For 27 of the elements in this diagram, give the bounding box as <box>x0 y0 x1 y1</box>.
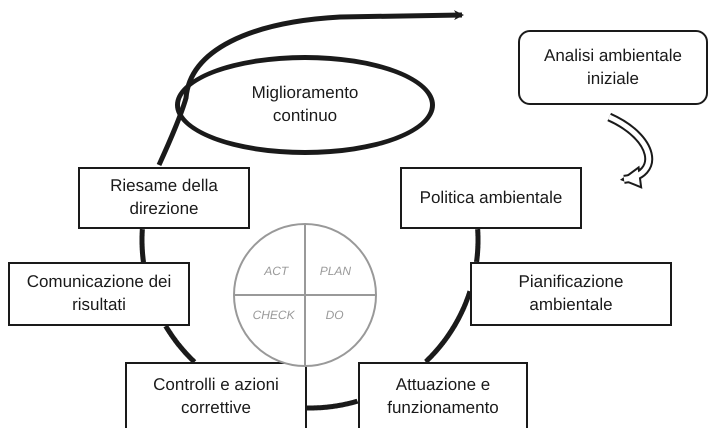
pdca-label: DO <box>324 306 345 323</box>
cycle-connector <box>474 226 480 264</box>
process-box <box>125 362 307 428</box>
node-label: Controlli e azioni correttive <box>152 374 280 419</box>
node-label: Attuazione e funzionamento <box>386 374 500 419</box>
improvement-ellipse <box>175 55 435 155</box>
node-label: Riesame della direzione <box>109 175 219 220</box>
process-box <box>8 262 190 326</box>
node-label: Analisi ambientale iniziale <box>543 44 683 90</box>
node-label: Comunicazione dei risultati <box>26 271 172 316</box>
pdca-label: PLAN <box>318 262 352 280</box>
node-label: Pianificazione ambientale <box>518 271 624 316</box>
spiral-arrow <box>156 10 464 166</box>
node-label: Politica ambientale <box>418 186 564 209</box>
pdca-label: ACT <box>262 262 290 280</box>
cycle-connector <box>163 324 197 364</box>
process-box <box>400 167 582 229</box>
process-box <box>518 30 708 105</box>
process-box <box>78 167 250 229</box>
process-box <box>358 362 528 428</box>
process-box <box>470 262 672 326</box>
cycle-connector <box>305 398 360 410</box>
node-label: Miglioramento continuo <box>250 82 360 127</box>
pdca-circle <box>232 222 378 368</box>
cycle-connector <box>140 226 146 264</box>
cycle-connector <box>423 289 472 364</box>
pdca-label: CHECK <box>252 306 296 323</box>
